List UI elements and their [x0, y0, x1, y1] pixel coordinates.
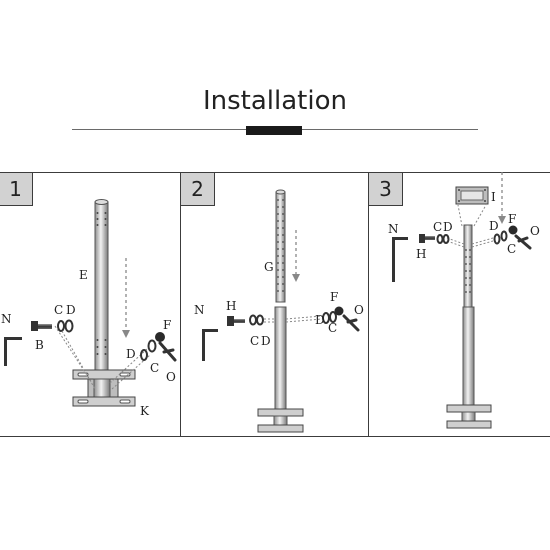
- label-wrench: O: [166, 370, 176, 384]
- spring-washer: [322, 312, 330, 324]
- label-spring-washer-right: D: [489, 219, 499, 233]
- label-spring-washer-right: D: [315, 313, 325, 327]
- label-washer-right: C: [507, 242, 516, 256]
- pole-tube: [94, 199, 109, 375]
- hex-key: [202, 329, 218, 361]
- insert-direction-arrow: [122, 258, 130, 338]
- label-spring-washer: D: [261, 334, 271, 348]
- hex-key: [392, 237, 408, 282]
- insert-direction-arrow: [292, 230, 300, 282]
- label-mounting-plate: I: [491, 190, 496, 204]
- wrench: [514, 234, 532, 250]
- label-base: K: [140, 404, 150, 418]
- label-nut: F: [508, 212, 516, 226]
- extension-tube: [463, 224, 473, 308]
- spring-washer: [140, 349, 148, 361]
- label-nut: F: [330, 290, 338, 304]
- nut: [334, 306, 344, 316]
- label-nut: F: [163, 318, 171, 332]
- alignment-lines: [264, 315, 323, 323]
- spring-washer: [256, 314, 264, 326]
- label-washer: C: [54, 303, 63, 317]
- base-bracket: [257, 408, 304, 433]
- label-washer-right: C: [328, 321, 337, 335]
- bolt: [227, 316, 245, 326]
- insert-direction-arrow: [498, 172, 506, 224]
- washer: [57, 320, 65, 332]
- label-pole: E: [79, 268, 88, 282]
- label-hex-key: N: [194, 303, 205, 317]
- step-2-number: 2: [181, 173, 215, 206]
- label-wrench: O: [530, 224, 540, 238]
- label-bolt: H: [226, 299, 236, 313]
- spring-washer: [442, 234, 450, 244]
- label-bolt: H: [416, 247, 426, 261]
- washer: [329, 311, 337, 323]
- step-1-drawing: E C D N B F D C O K: [1, 199, 177, 418]
- label-bolt: B: [35, 338, 44, 352]
- step-3-number: 3: [369, 173, 403, 206]
- step-3-panel: 3: [368, 172, 550, 437]
- label-wrench: O: [354, 303, 364, 317]
- pole-tube: [462, 306, 475, 408]
- label-spring-washer: D: [66, 303, 76, 317]
- label-washer: C: [250, 334, 259, 348]
- step-3-drawing: I C D N H D F C O: [388, 172, 540, 429]
- step-1-number: 1: [0, 173, 33, 206]
- hex-key: [4, 337, 22, 366]
- spring-washer: [64, 319, 74, 333]
- extension-tube: [275, 189, 286, 303]
- bolt: [31, 321, 52, 331]
- title-rule-right: [302, 129, 478, 130]
- alignment-lines: [446, 204, 494, 248]
- title-rule-left: [72, 129, 246, 130]
- pole-tube: [274, 306, 287, 412]
- title-underline-bar: [246, 126, 302, 135]
- washer: [147, 339, 157, 353]
- washer: [500, 230, 508, 242]
- bolt: [419, 234, 435, 243]
- mounting-plate: [455, 186, 489, 205]
- wrench: [342, 314, 360, 332]
- base-bracket: [72, 369, 136, 407]
- wrench: [158, 341, 177, 362]
- base-bracket: [446, 404, 492, 429]
- label-hex-key: N: [388, 222, 399, 236]
- washer: [436, 234, 444, 244]
- spring-washer: [493, 233, 501, 245]
- step-2-drawing: G N H C D F D C O: [194, 189, 364, 433]
- label-washer-right: C: [150, 361, 159, 375]
- nut: [508, 225, 518, 235]
- label-washer: C: [433, 220, 442, 234]
- label-spring-washer-right: D: [126, 347, 136, 361]
- label-spring-washer: D: [443, 220, 453, 234]
- page-title: Installation: [202, 86, 347, 116]
- nut: [155, 332, 165, 342]
- washer: [249, 314, 257, 326]
- label-hex-key: N: [1, 312, 12, 326]
- label-extension-tube: G: [264, 260, 274, 274]
